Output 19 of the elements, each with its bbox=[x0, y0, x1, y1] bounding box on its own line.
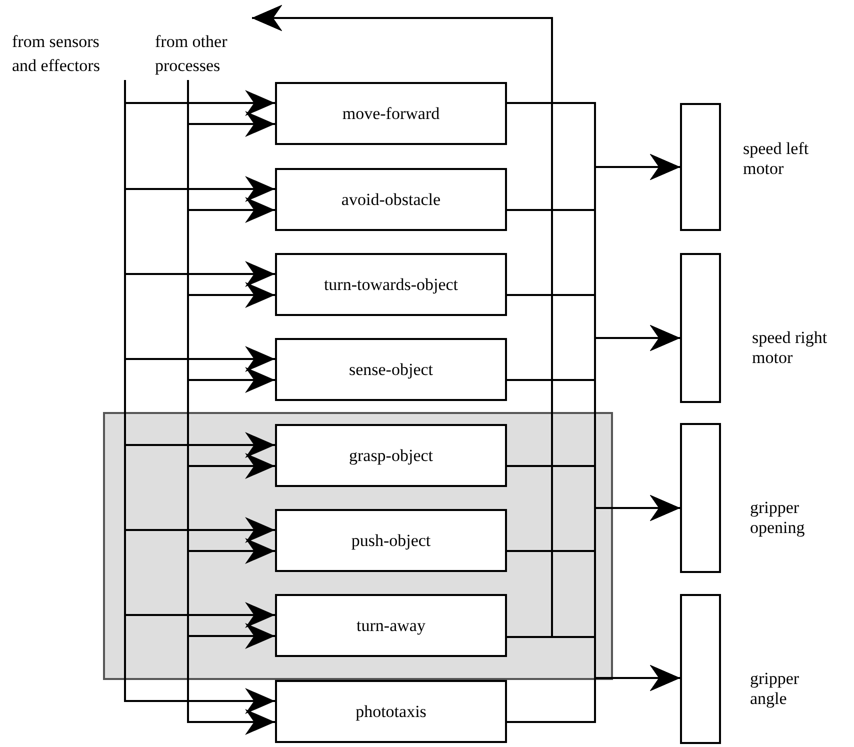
process-box: turn-towards-object bbox=[275, 253, 507, 316]
process-box: grasp-object bbox=[275, 424, 507, 487]
process-box: sense-object bbox=[275, 338, 507, 401]
group-region bbox=[103, 412, 613, 680]
process-box: move-forward bbox=[275, 82, 507, 145]
process-box: turn-away bbox=[275, 594, 507, 657]
actuator-label: speed right motor bbox=[752, 328, 828, 368]
actuator-box bbox=[680, 594, 721, 744]
input-label: from other processes bbox=[155, 30, 245, 80]
actuator-box bbox=[680, 253, 721, 403]
process-box: avoid-obstacle bbox=[275, 168, 507, 231]
actuator-label: gripper angle bbox=[750, 669, 800, 709]
actuator-label: speed left motor bbox=[743, 139, 810, 179]
process-box: push-object bbox=[275, 509, 507, 572]
actuator-box bbox=[680, 423, 721, 573]
actuator-label: gripper opening bbox=[750, 498, 806, 538]
process-box: phototaxis bbox=[275, 680, 507, 743]
actuator-box bbox=[680, 103, 721, 231]
input-label: from sensors and effectors bbox=[12, 30, 125, 80]
